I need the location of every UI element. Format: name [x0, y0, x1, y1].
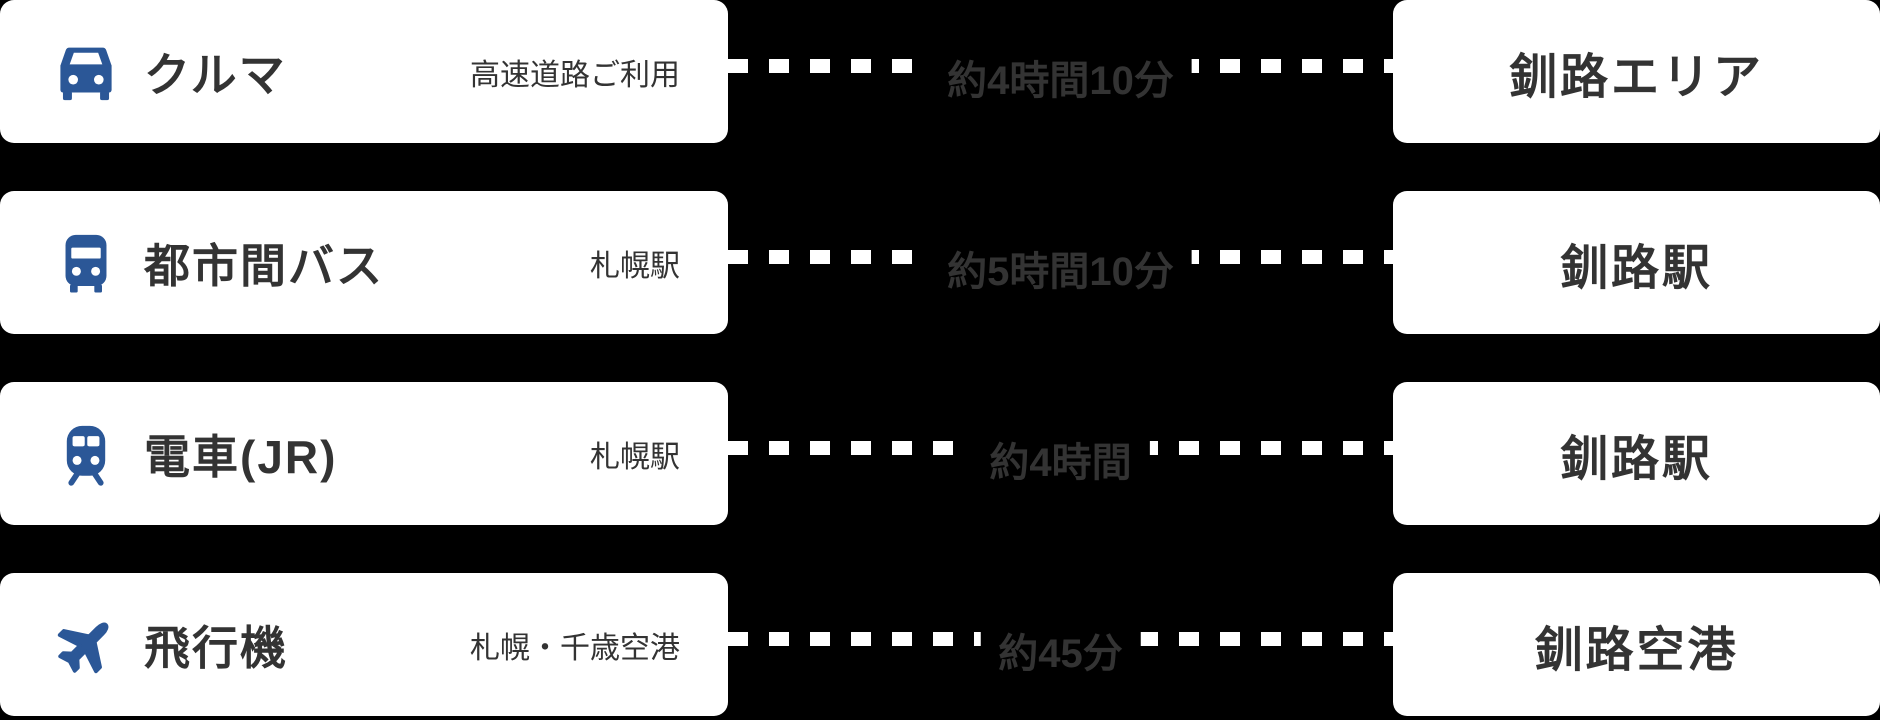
transport-row-car: クルマ 高速道路ご利用 約4時間10分 釧路エリア [0, 0, 1880, 143]
duration-label: 約4時間 [971, 424, 1150, 494]
destination-card: 釧路駅 [1393, 191, 1880, 334]
origin-card-train: 電車(JR) 札幌駅 [0, 382, 728, 525]
bus-icon [65, 234, 107, 292]
origin-note: 札幌・千歳空港 [470, 631, 680, 665]
origin-note: 高速道路ご利用 [470, 58, 680, 92]
destination-label: 釧路駅 [1559, 241, 1713, 295]
mode-label: クルマ [144, 48, 287, 101]
transport-row-plane: 飛行機 札幌・千歳空港 約45分 釧路空港 [0, 573, 1880, 716]
mode-label: 飛行機 [144, 621, 288, 674]
origin-card-plane: 飛行機 札幌・千歳空港 [0, 573, 728, 716]
route-connector: 約4時間10分 [728, 0, 1393, 143]
car-icon [60, 47, 112, 100]
destination-label: 釧路エリア [1508, 50, 1764, 104]
destination-card: 釧路駅 [1393, 382, 1880, 525]
train-icon [66, 425, 106, 486]
origin-card-car: クルマ 高速道路ご利用 [0, 0, 728, 143]
destination-label: 釧路空港 [1534, 623, 1739, 677]
route-connector: 約45分 [728, 573, 1393, 716]
transport-row-train: 電車(JR) 札幌駅 約4時間 釧路駅 [0, 382, 1880, 525]
origin-note: 札幌駅 [590, 440, 680, 474]
route-connector: 約5時間10分 [728, 191, 1393, 334]
destination-card: 釧路エリア [1393, 0, 1880, 143]
duration-label: 約4時間10分 [929, 42, 1192, 112]
mode-label: 都市間バス [144, 239, 384, 292]
duration-label: 約5時間10分 [929, 233, 1192, 303]
mode-label: 電車(JR) [144, 430, 338, 483]
route-connector: 約4時間 [728, 382, 1393, 525]
origin-card-bus: 都市間バス 札幌駅 [0, 191, 728, 334]
duration-label: 約45分 [980, 615, 1141, 685]
destination-label: 釧路駅 [1559, 432, 1713, 486]
destination-card: 釧路空港 [1393, 573, 1880, 716]
transport-row-bus: 都市間バス 札幌駅 約5時間10分 釧路駅 [0, 191, 1880, 334]
plane-icon [57, 622, 109, 673]
origin-note: 札幌駅 [590, 249, 680, 283]
